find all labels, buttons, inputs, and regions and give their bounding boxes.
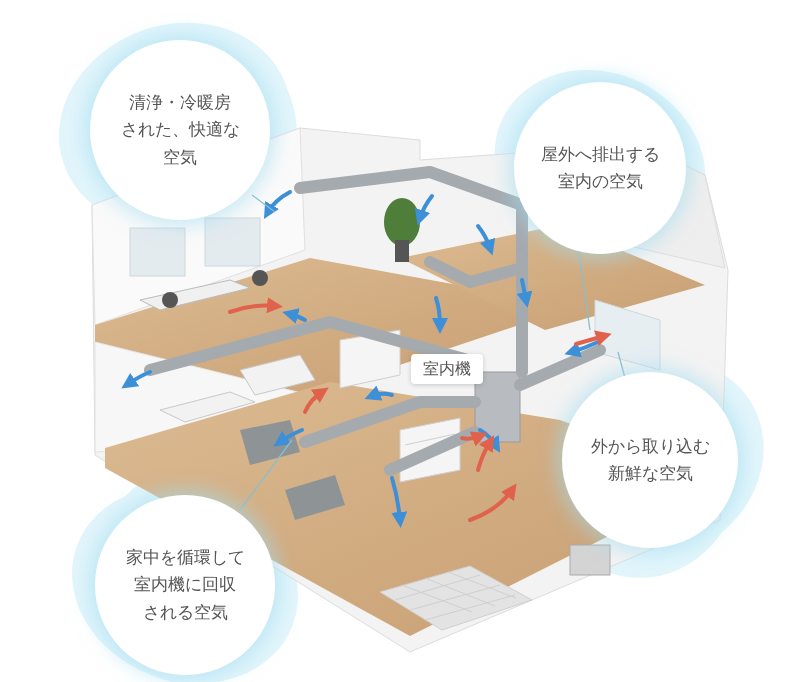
node-text: 家中を循環して 室内機に回収 される空気 [118, 544, 253, 626]
node-text: 屋外へ排出する 室内の空気 [533, 141, 668, 195]
node-text: 室内機 [423, 358, 471, 380]
callout-circle: 外から取り込む 新鮮な空気 [562, 372, 738, 548]
callout-circle: 屋外へ排出する 室内の空気 [514, 82, 686, 254]
glow-blobs [30, 0, 801, 682]
unit-label: 室内機 [411, 354, 483, 384]
callout-circle: 家中を循環して 室内機に回収 される空気 [95, 495, 275, 675]
airflow-arrows [128, 192, 604, 520]
node-text: 清浄・冷暖房 された、快適な 空気 [115, 89, 245, 171]
node-text: 外から取り込む 新鮮な空気 [583, 433, 718, 487]
callout-circle: 清浄・冷暖房 された、快適な 空気 [90, 40, 270, 220]
